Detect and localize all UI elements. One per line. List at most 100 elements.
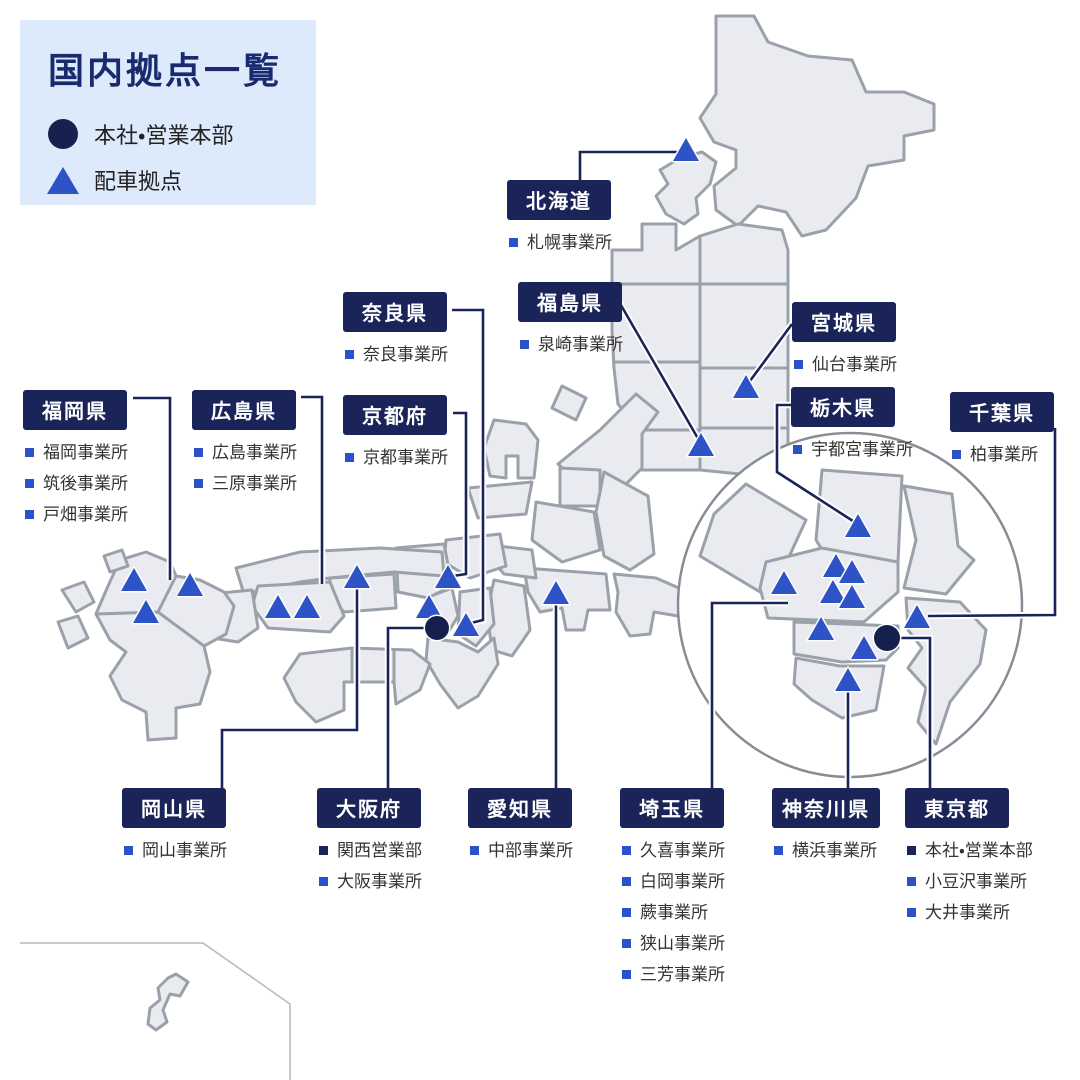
marker-utsunomiya-branch-triangle-icon (843, 512, 873, 539)
office-item: 狭山事業所 (622, 934, 725, 953)
pref-shape-oshima (654, 150, 718, 226)
marker-miyoshi-branch-triangle-icon (837, 558, 867, 585)
marker-shiraoka-branch-triangle-icon (837, 583, 867, 610)
pref-shape-island (60, 580, 96, 614)
pref-shape-noto (482, 418, 540, 480)
prefecture-badge: 福島県 (518, 282, 622, 322)
prefecture-badge: 福岡県 (23, 390, 127, 430)
marker-okayama-branch-triangle-icon (342, 563, 372, 590)
prefecture-badge: 北海道 (507, 180, 611, 220)
okinawa-island-shape (146, 972, 190, 1032)
connector-hokkaido (578, 150, 684, 181)
legend-item-branch: 配車拠点 (47, 164, 316, 196)
prefecture-badge: 神奈川県 (772, 788, 880, 828)
map-prefecture-shapes (56, 14, 936, 742)
branch-bullet-icon (509, 238, 518, 247)
branch-bullet-icon (194, 448, 203, 457)
branch-bullet-icon (25, 448, 34, 457)
office-item: 仙台事業所 (794, 355, 897, 374)
prefecture-badge: 大阪府 (317, 788, 421, 828)
office-item: 小豆沢事業所 (907, 872, 1033, 891)
office-item: 大阪事業所 (319, 872, 422, 891)
branch-bullet-icon (470, 846, 479, 855)
office-item: 広島事業所 (194, 443, 297, 462)
page-title: 国内拠点一覧 (48, 50, 283, 91)
pref-shape-sado (550, 384, 588, 422)
connector-tokyo (897, 636, 932, 788)
region-kyoto: 京都府 京都事業所 (343, 395, 448, 479)
legend-item-hq: 本社・営業本部 (48, 118, 316, 150)
office-item: 奈良事業所 (345, 345, 448, 364)
pref-shape-wakayama (424, 636, 500, 710)
region-fukushima: 福島県 泉崎事業所 (518, 282, 623, 366)
branch-bullet-icon (793, 445, 802, 454)
prefecture-badge: 京都府 (343, 395, 447, 435)
office-item: 京都事業所 (345, 448, 448, 467)
marker-izumizaki-branch-triangle-icon (686, 431, 716, 458)
marker-azusawa-branch-triangle-icon (806, 615, 836, 642)
office-item: 泉崎事業所 (520, 335, 623, 354)
branch-bullet-icon (319, 877, 328, 886)
prefecture-badge: 千葉県 (950, 392, 1054, 432)
office-item: 蕨事業所 (622, 903, 725, 922)
marker-chubu-branch-triangle-icon (541, 579, 571, 606)
connector-nara (452, 308, 485, 625)
branch-bullet-icon (622, 846, 631, 855)
branch-bullet-icon (794, 360, 803, 369)
office-item: 宇都宮事業所 (793, 440, 913, 459)
prefecture-badge: 宮城県 (792, 302, 896, 342)
branch-bullet-icon (194, 479, 203, 488)
office-item: 関西営業部 (319, 841, 422, 860)
office-item: 大井事業所 (907, 903, 1033, 922)
prefecture-badge: 愛知県 (468, 788, 572, 828)
marker-tokyo-hq-circle-icon (872, 623, 902, 653)
connector-tochigi (775, 403, 857, 525)
marker-kuki-branch-triangle-icon (821, 552, 851, 579)
connector-hiroshima (301, 395, 324, 584)
marker-yokohama-branch-triangle-icon (833, 666, 863, 693)
branch-bullet-icon (774, 846, 783, 855)
connector-fukushima (616, 299, 702, 443)
legend-panel: 国内拠点一覧 本社・営業本部 配車拠点 (20, 20, 316, 205)
pref-shape-hiroshima (250, 580, 346, 634)
region-osaka: 大阪府 関西営業部 大阪事業所 (317, 788, 422, 903)
connector-chiba (927, 428, 1057, 618)
region-miyagi: 宮城県 仙台事業所 (792, 302, 897, 386)
branch-bullet-icon (622, 877, 631, 886)
prefecture-badge: 広島県 (192, 390, 296, 430)
office-item: 筑後事業所 (25, 474, 128, 493)
pref-shape-gifu (530, 500, 602, 564)
branch-bullet-icon (622, 970, 631, 979)
region-tokyo: 東京都 本社・営業本部 小豆沢事業所 大井事業所 (905, 788, 1033, 934)
branch-bullet-icon (622, 939, 631, 948)
region-hokkaido: 北海道 札幌事業所 (507, 180, 612, 264)
marker-mihara-branch-triangle-icon (292, 593, 322, 620)
region-tochigi: 栃木県 宇都宮事業所 (791, 387, 913, 471)
marker-oi-branch-triangle-icon (849, 634, 879, 661)
branch-bullet-icon (520, 340, 529, 349)
marker-fukuoka-branch-triangle-icon (119, 566, 149, 593)
prefecture-badge: 東京都 (905, 788, 1009, 828)
branch-triangle-icon (47, 166, 79, 194)
prefecture-badge: 奈良県 (343, 292, 447, 332)
branch-bullet-icon (907, 877, 916, 886)
office-item: 柏事業所 (952, 445, 1054, 464)
connector-okayama (220, 586, 359, 788)
hq-bullet-icon (907, 846, 916, 855)
hq-circle-icon (48, 119, 78, 149)
branch-bullet-icon (25, 479, 34, 488)
pref-shape-fukui (466, 480, 534, 520)
connector-lines (133, 150, 1057, 788)
marker-tobata-branch-triangle-icon (131, 598, 161, 625)
prefecture-badge: 岡山県 (122, 788, 226, 828)
region-aichi: 愛知県 中部事業所 (468, 788, 573, 872)
marker-sayama-branch-triangle-icon (769, 569, 799, 596)
office-item: 横浜事業所 (774, 841, 880, 860)
office-item: 三芳事業所 (622, 965, 725, 984)
hq-bullet-icon (319, 846, 328, 855)
connector-fukuoka (133, 396, 172, 580)
branch-bullet-icon (952, 450, 961, 459)
pref-shape-kyushu (94, 550, 236, 742)
prefecture-badge: 栃木県 (791, 387, 895, 427)
